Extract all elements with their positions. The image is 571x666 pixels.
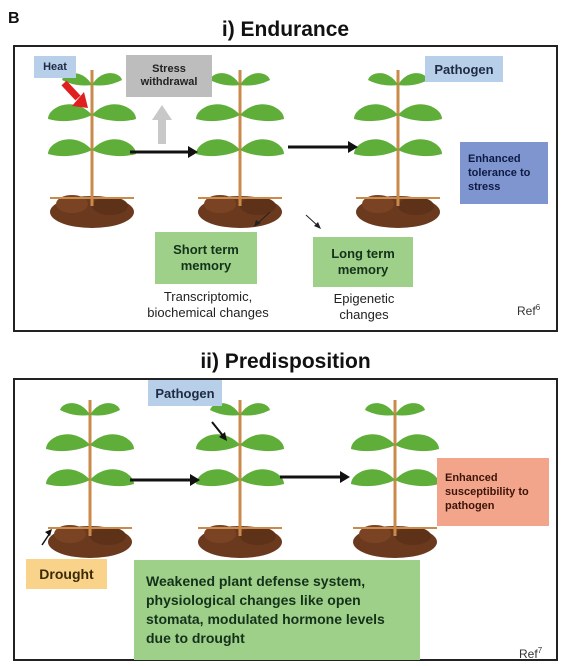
endurance-arrow-2 xyxy=(288,141,358,153)
stress-withdrawal-label: Stress withdrawal xyxy=(126,55,212,97)
section2-title: ii) Predisposition xyxy=(200,350,371,373)
heat-label: Heat xyxy=(34,56,76,78)
epigenetic-changes-text: Epigenetic changes xyxy=(333,291,395,322)
ref-7: Ref7 xyxy=(519,646,543,661)
section1-title: i) Endurance xyxy=(221,18,350,41)
enhanced-tolerance-label: Enhanced tolerance to stress xyxy=(460,142,548,204)
transcriptomic-changes-text: Transcriptomic, biochemical changes xyxy=(147,289,269,320)
long-term-memory-pointer xyxy=(305,214,321,229)
predisposition-arrow-2 xyxy=(280,471,350,483)
weakened-defense-label: Weakened plant defense system, physiolog… xyxy=(134,560,420,660)
short-term-memory-pointer xyxy=(254,211,271,227)
plant-drought-stressed xyxy=(44,398,136,560)
predisposition-arrow-1 xyxy=(130,474,200,486)
drought-label: Drought xyxy=(26,559,107,589)
stress-withdrawal-arrow xyxy=(152,105,172,144)
endurance-arrow-1 xyxy=(130,146,198,158)
drought-pointer xyxy=(41,529,52,546)
ref-6: Ref6 xyxy=(517,303,541,318)
heat-arrow xyxy=(61,80,88,108)
plant-pathogen-tolerant xyxy=(352,68,444,230)
panel-letter: B xyxy=(8,10,20,27)
pathogen-pointer xyxy=(211,421,227,441)
plant-heat-stressed xyxy=(46,68,138,230)
pathogen-label-endurance: Pathogen xyxy=(425,56,503,82)
short-term-memory-label: Short term memory xyxy=(155,232,257,284)
long-term-memory-label: Long term memory xyxy=(313,237,413,287)
pathogen-label-predisposition: Pathogen xyxy=(148,380,222,406)
plant-susceptible xyxy=(349,398,441,560)
plant-pathogen-infected xyxy=(194,398,286,560)
enhanced-susceptibility-label: Enhanced susceptibility to pathogen xyxy=(437,458,549,526)
